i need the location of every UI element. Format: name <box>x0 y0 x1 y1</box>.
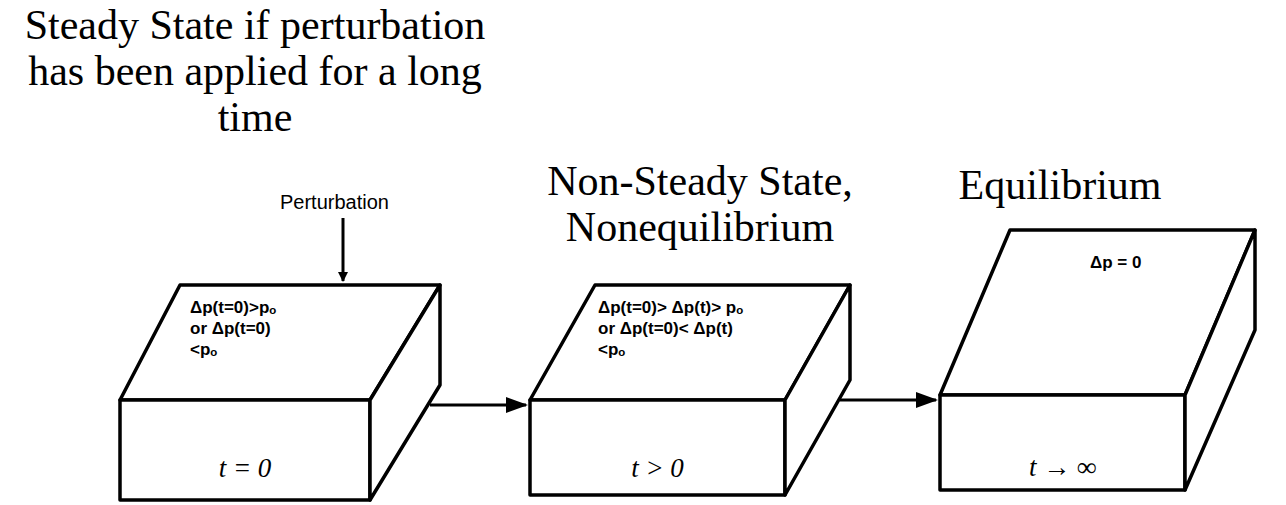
slab-face <box>940 395 1185 490</box>
slab-face <box>370 285 440 500</box>
slab-face <box>785 285 850 495</box>
semiconductor-slab: Non-Steady State, NonequilibriumΔp(t=0)>… <box>530 285 850 495</box>
perturbation-label: Perturbation <box>278 190 391 214</box>
slab-top-text: Δp(t=0)>pₒ or Δp(t=0)<pₒ <box>190 297 290 360</box>
slab-face <box>530 400 785 495</box>
slab-top-text: Δp = 0 <box>1090 252 1190 273</box>
perturbation-arrow-line <box>342 218 345 281</box>
slab-time-text: t → ∞ <box>940 452 1185 482</box>
semiconductor-slab: Steady State if perturbation has been ap… <box>120 285 440 500</box>
slab-time-text: t = 0 <box>120 453 370 483</box>
state-heading: Non-Steady State, Nonequilibrium <box>500 158 900 250</box>
slab-outline <box>120 285 440 500</box>
process-arrow <box>840 399 936 402</box>
slab-time-text: t > 0 <box>530 453 785 483</box>
slab-top-text: Δp(t=0)> Δp(t)> pₒ or Δp(t=0)< Δp(t)<pₒ <box>598 297 758 360</box>
state-heading: Equilibrium <box>875 162 1245 208</box>
process-arrow <box>430 404 526 407</box>
state-heading: Steady State if perturbation has been ap… <box>10 2 500 140</box>
slab-face <box>120 400 370 500</box>
slab-face <box>1185 230 1255 490</box>
semiconductor-slab: EquilibriumΔp = 0t → ∞ <box>940 230 1255 490</box>
